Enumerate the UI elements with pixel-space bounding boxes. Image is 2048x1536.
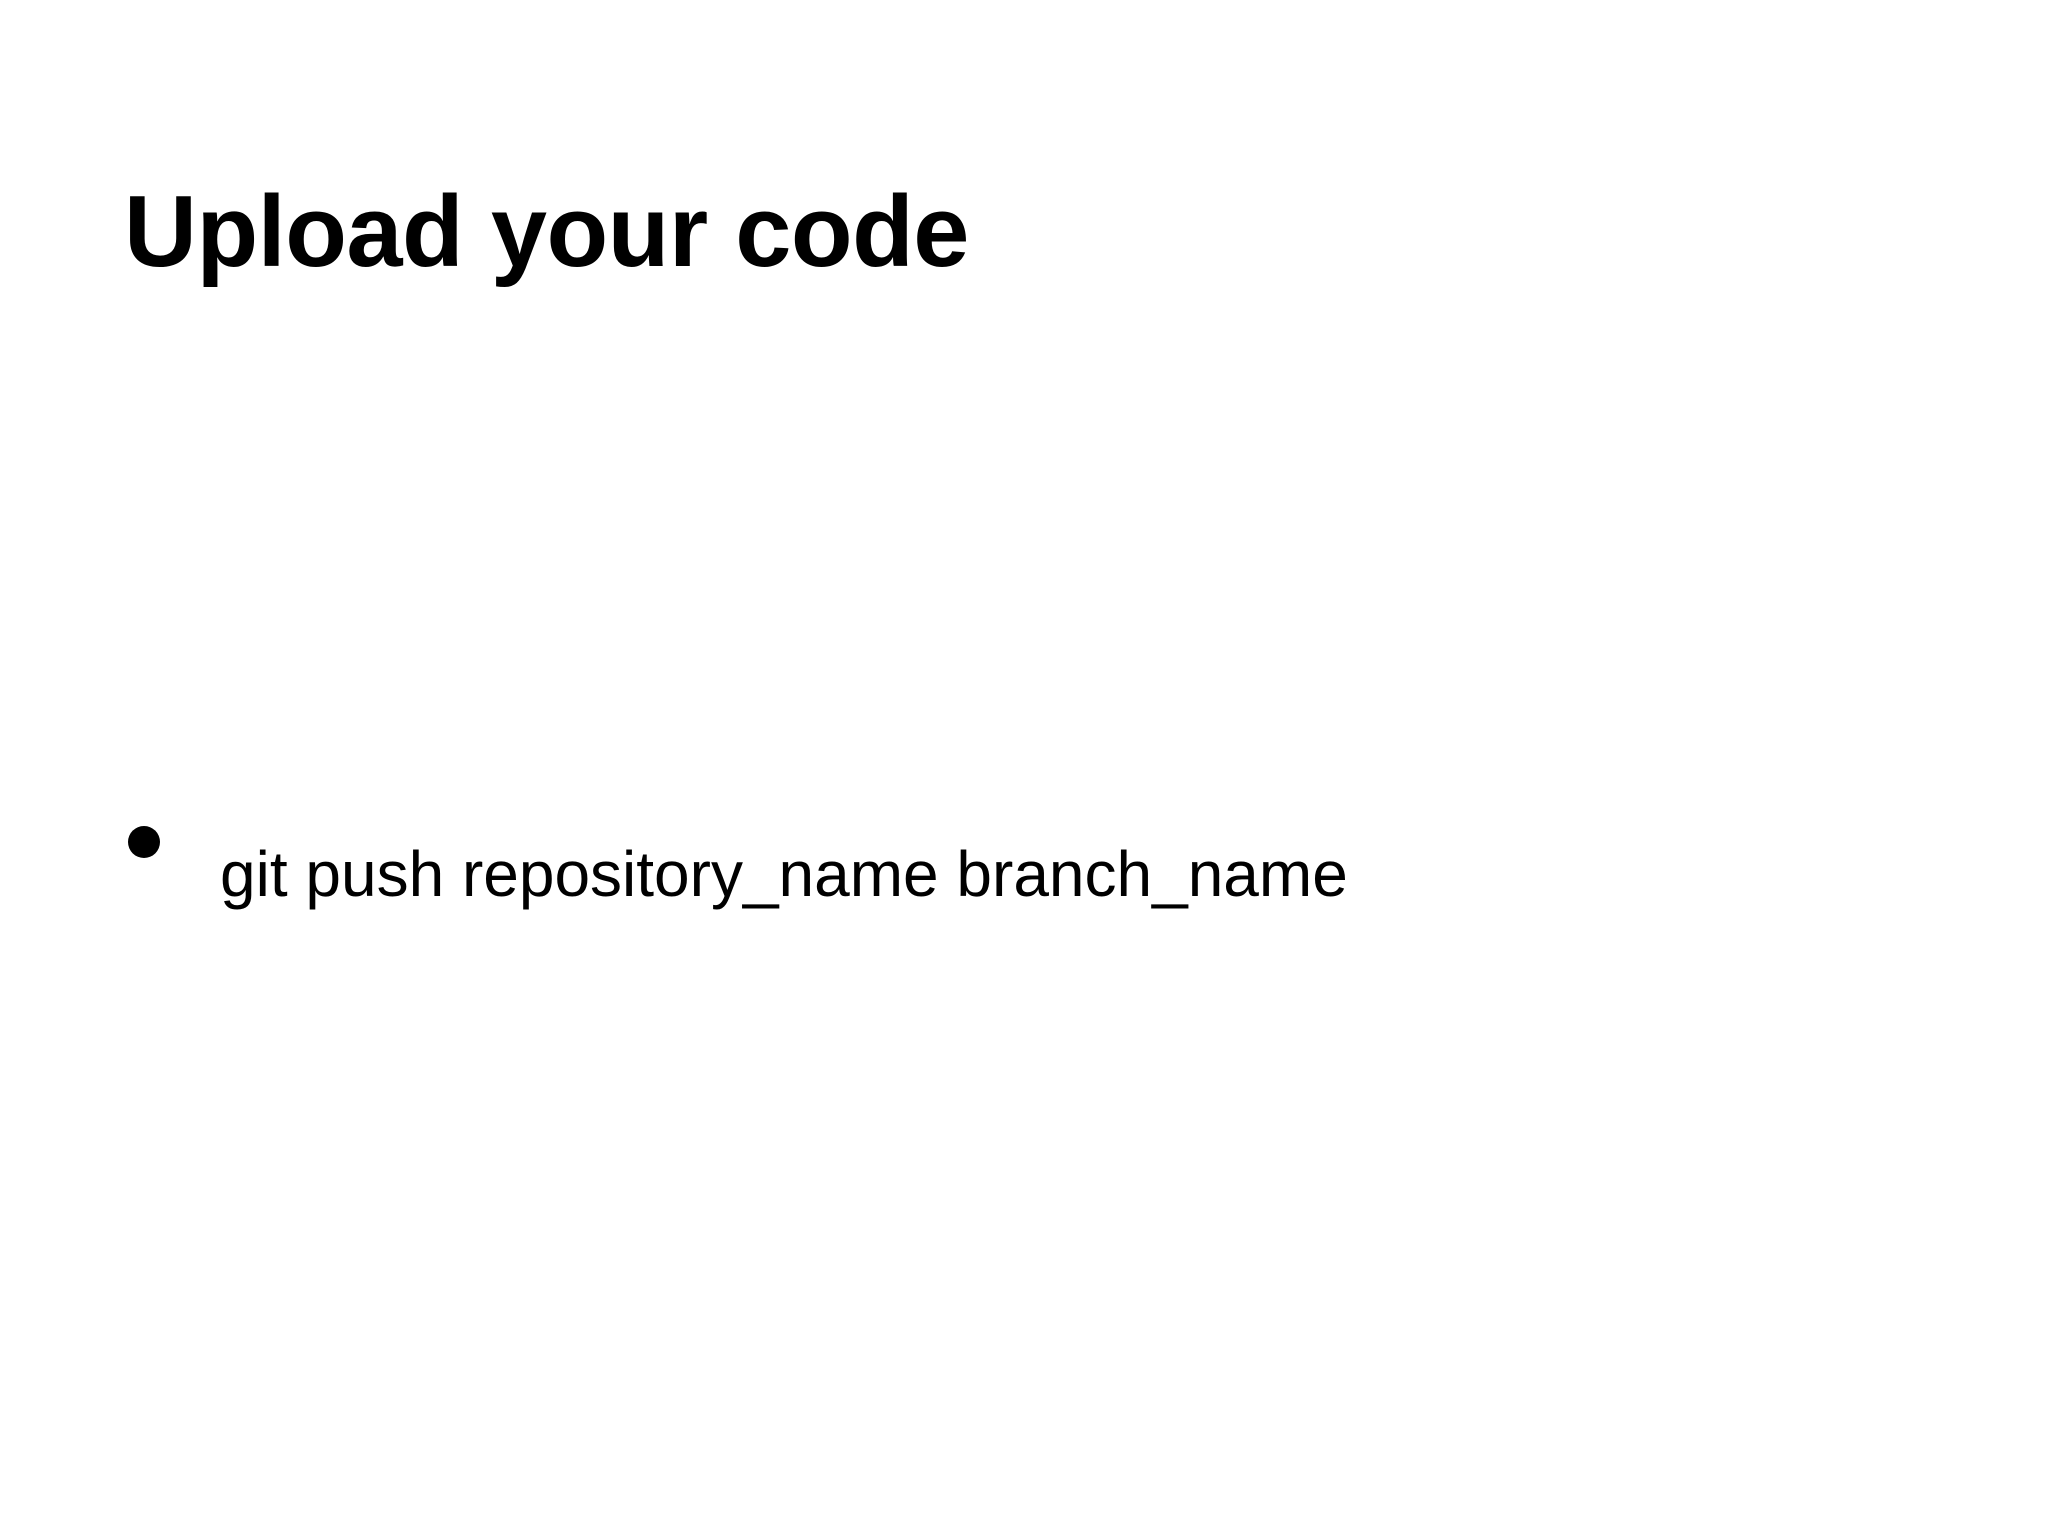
bullet-list: git push repository_name branch_name: [124, 826, 1944, 922]
list-item: git push repository_name branch_name: [124, 826, 1944, 922]
bullet-item-label: git push repository_name branch_name: [220, 838, 1348, 910]
page-title: Upload your code: [124, 176, 969, 288]
bullet-point-icon: [124, 826, 220, 858]
